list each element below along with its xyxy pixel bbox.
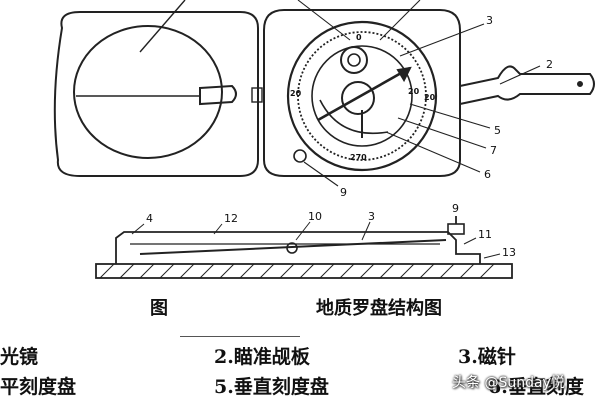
legend-item-2: 2.瞄准觇板 bbox=[214, 346, 310, 368]
callout-6: 6 bbox=[484, 168, 491, 181]
level-bubble bbox=[347, 53, 361, 67]
callout-11: 11 bbox=[478, 228, 492, 241]
callout-2: 2 bbox=[546, 58, 553, 71]
dial-label-20-left: 20 bbox=[290, 89, 302, 98]
outer-dial bbox=[286, 20, 438, 172]
legend-item-4: 平刻度盘 bbox=[0, 376, 77, 398]
base-plate bbox=[95, 263, 513, 279]
callout-13: 13 bbox=[502, 246, 516, 259]
pivot bbox=[341, 81, 375, 115]
callout-9-top: 9 bbox=[340, 186, 347, 199]
compass-body bbox=[263, 9, 461, 177]
separator-line bbox=[180, 336, 300, 337]
legend-item-3: 3.磁针 bbox=[458, 346, 516, 368]
inner-ring bbox=[311, 45, 413, 147]
side-body bbox=[115, 231, 481, 264]
graduated-ring bbox=[297, 31, 427, 161]
brake-button bbox=[293, 149, 307, 163]
dial-label-270: 270 bbox=[350, 153, 367, 162]
dial-label-0: 0 bbox=[356, 33, 362, 42]
watermark: 头条 @Sunday悦 bbox=[452, 375, 565, 391]
dial-label-20-far: 20 bbox=[424, 93, 436, 102]
callout-4: 4 bbox=[146, 212, 153, 225]
side-knob bbox=[447, 223, 465, 235]
callout-3-side: 3 bbox=[368, 210, 375, 223]
side-pivot bbox=[286, 242, 298, 254]
dial-label-20-right: 20 bbox=[408, 87, 420, 96]
callout-12: 12 bbox=[224, 212, 238, 225]
callout-10: 10 bbox=[308, 210, 322, 223]
legend-item-5: 5.垂直刻度盘 bbox=[214, 376, 329, 398]
level-vial bbox=[340, 46, 368, 74]
mirror bbox=[73, 25, 223, 159]
side-needle bbox=[139, 239, 447, 255]
caption-main: 地质罗盘结构图 bbox=[316, 298, 442, 319]
vertical-scale-arc bbox=[319, 99, 389, 135]
sighting-arm bbox=[459, 65, 595, 105]
legend-item-6: 6.垂直刻度 bbox=[488, 376, 584, 398]
legend-item-1: 光镜 bbox=[0, 346, 39, 368]
callout-7: 7 bbox=[490, 144, 497, 157]
compass-structure-diagram: 2 3 5 7 6 9 9 4 12 10 3 11 13 0 20 20 27… bbox=[53, 0, 595, 279]
magnetic-needle bbox=[317, 66, 411, 122]
needle-tip bbox=[396, 66, 412, 83]
callout-9-side: 9 bbox=[452, 202, 459, 215]
callout-5: 5 bbox=[494, 124, 501, 137]
mirror-slot bbox=[199, 84, 237, 106]
callout-3: 3 bbox=[486, 14, 493, 27]
mirror-lid bbox=[53, 11, 259, 177]
hinge bbox=[251, 87, 263, 103]
caption-left: 图 bbox=[150, 298, 168, 319]
